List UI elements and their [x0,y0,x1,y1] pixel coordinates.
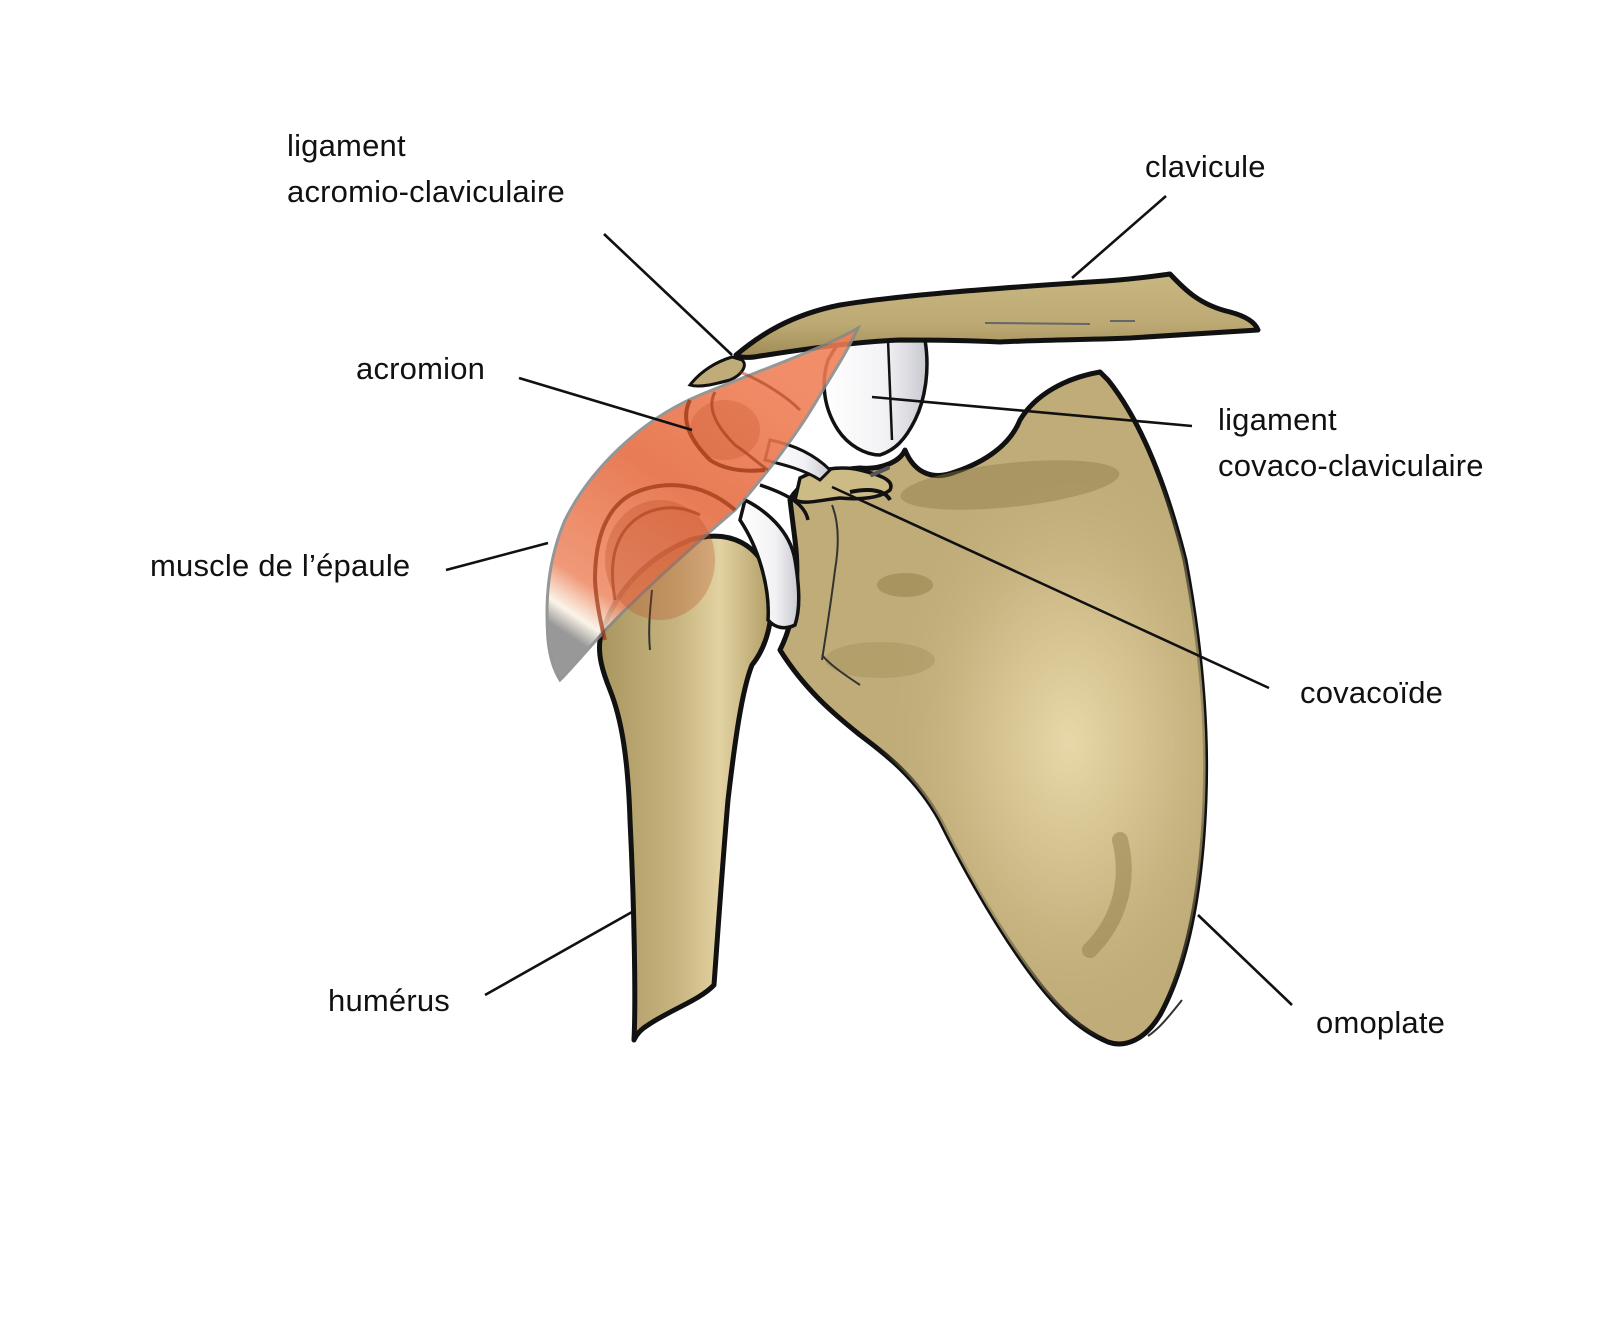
label-ligament-covaco-claviculaire: ligament covaco-claviculaire [1218,397,1484,489]
label-muscle-de-l-epaule: muscle de l’épaule [150,543,410,589]
label-line: humérus [328,983,451,1018]
label-line: acromio-claviculaire [287,174,565,209]
leader-line-ligament-acromio-claviculaire [603,233,733,356]
label-humerus: humérus [328,978,450,1024]
label-line: covaco-claviculaire [1218,448,1484,483]
leader-line-covacoide [831,485,1270,690]
deltoid-muscle [545,324,862,683]
label-ligament-acromio-claviculaire: ligament acromio-claviculaire [287,123,565,215]
leader-lines-overlay [518,376,1270,690]
scapula-omoplate [777,369,1209,1047]
leader-line-acromion [518,376,693,432]
label-line: omoplate [1316,1005,1446,1040]
leader-line-omoplate [1197,914,1293,1006]
acromion-bone [687,355,746,388]
label-line: ligament [287,128,406,163]
leader-line-muscle [445,541,549,572]
label-acromion: acromion [356,346,485,392]
clavicle-bone [733,271,1261,360]
label-line: muscle de l’épaule [150,548,411,583]
label-omoplate: omoplate [1316,1000,1445,1046]
leader-line-clavicule [1071,195,1167,279]
label-clavicule: clavicule [1145,144,1266,190]
humerus-bone [597,533,775,1043]
leader-line-ligament-covaco-claviculaire [871,395,1193,428]
joint-cartilage [738,483,810,630]
leader-line-humerus [484,910,633,997]
label-covacoide: covacoïde [1300,670,1443,716]
label-line: clavicule [1145,149,1266,184]
label-line: covacoïde [1300,675,1444,710]
leader-lines [445,195,1293,1006]
label-line: ligament [1218,402,1337,437]
label-line: acromion [356,351,486,386]
